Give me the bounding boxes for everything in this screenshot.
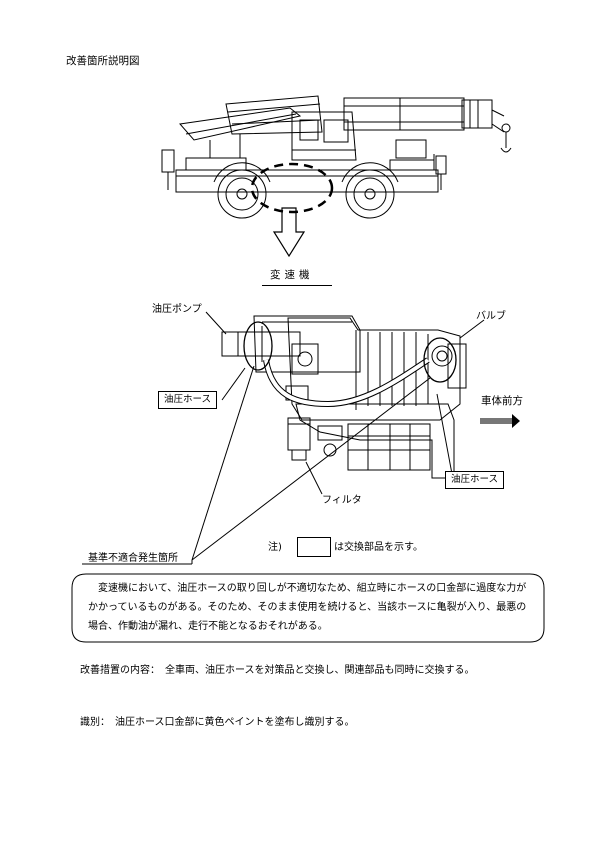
transmission-drawing [82, 311, 485, 565]
section-underline [262, 285, 332, 286]
label-filter: フィルタ [322, 495, 362, 506]
callout-frame [71, 573, 545, 643]
forward-arrow-icon [480, 414, 520, 428]
identification: 識別： 油圧ホース口金部に黄色ペイントを塗布し識別する。 [80, 717, 355, 728]
label-defect-location: 基準不適合発生箇所 [88, 553, 178, 564]
section-label: 変速機 [270, 269, 314, 281]
note-legend-box [297, 537, 331, 557]
callout-box: 変速機において、油圧ホースの取り回しが不適切なため、組立時にホースの口金部に過度… [80, 577, 536, 641]
crane-truck-drawing [161, 95, 512, 258]
page-title: 改善箇所説明図 [66, 55, 140, 67]
note-suffix: は交換部品を示す。 [334, 542, 423, 553]
callout-text: 変速機において、油圧ホースの取り回しが不適切なため、組立時にホースの口金部に過度… [88, 583, 527, 632]
improvement-measure: 改善措置の内容： 全車両、油圧ホースを対策品と交換し、関連部品も同時に交換する。 [80, 665, 475, 676]
label-hose-left: 油圧ホース [158, 391, 218, 409]
label-hydraulic-pump: 油圧ポンプ [152, 304, 202, 315]
label-hose-right: 油圧ホース [445, 471, 505, 489]
label-valve: バルブ [476, 311, 506, 322]
label-vehicle-front: 車体前方 [481, 395, 523, 407]
note-prefix: 注) [268, 542, 282, 553]
